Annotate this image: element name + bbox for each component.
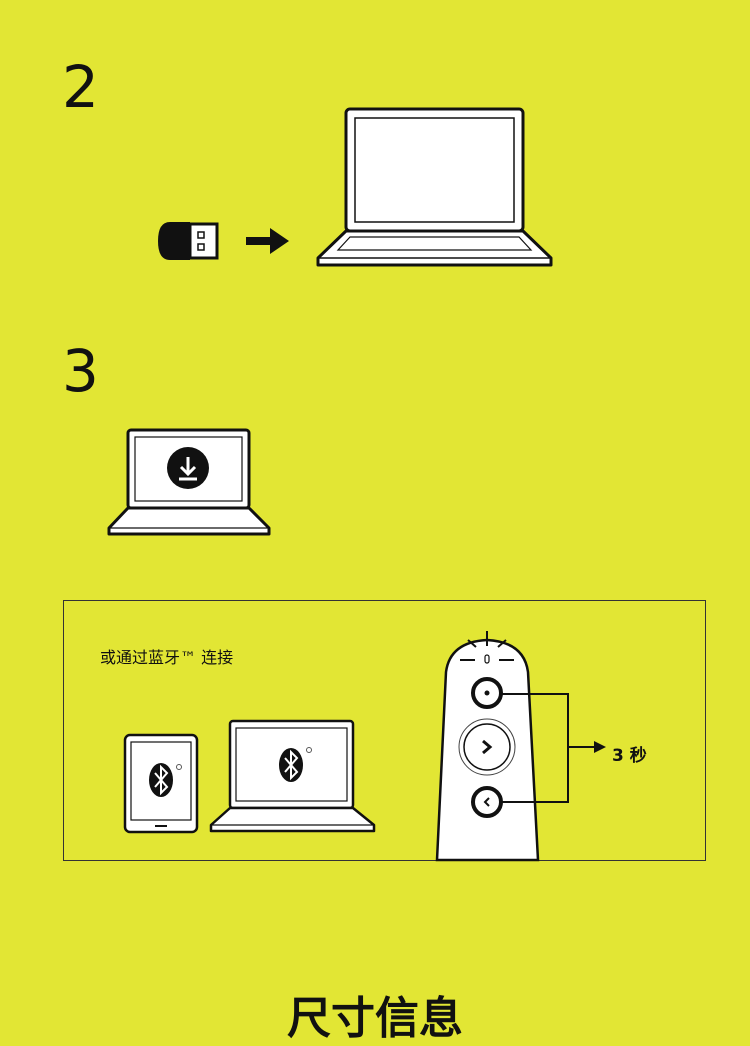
laptop-icon xyxy=(316,107,553,267)
back-button xyxy=(471,786,503,818)
laptop-download-icon xyxy=(107,428,271,536)
next-button xyxy=(463,723,511,771)
bluetooth-panel xyxy=(63,600,706,861)
step-3-number: 3 xyxy=(62,337,99,405)
tablet-bluetooth-icon xyxy=(123,733,199,834)
arrow-right-icon xyxy=(246,228,289,254)
laptop-bluetooth-icon xyxy=(209,719,376,833)
usb-receiver-icon xyxy=(158,222,219,260)
presenter-remote-icon xyxy=(435,631,606,862)
step-2-number: 2 xyxy=(62,53,99,121)
section-title: 尺寸信息 xyxy=(287,993,463,1044)
hold-duration-label: 3 秒 xyxy=(612,746,647,766)
bluetooth-label: 或通过蓝牙™ 连接 xyxy=(100,648,234,667)
